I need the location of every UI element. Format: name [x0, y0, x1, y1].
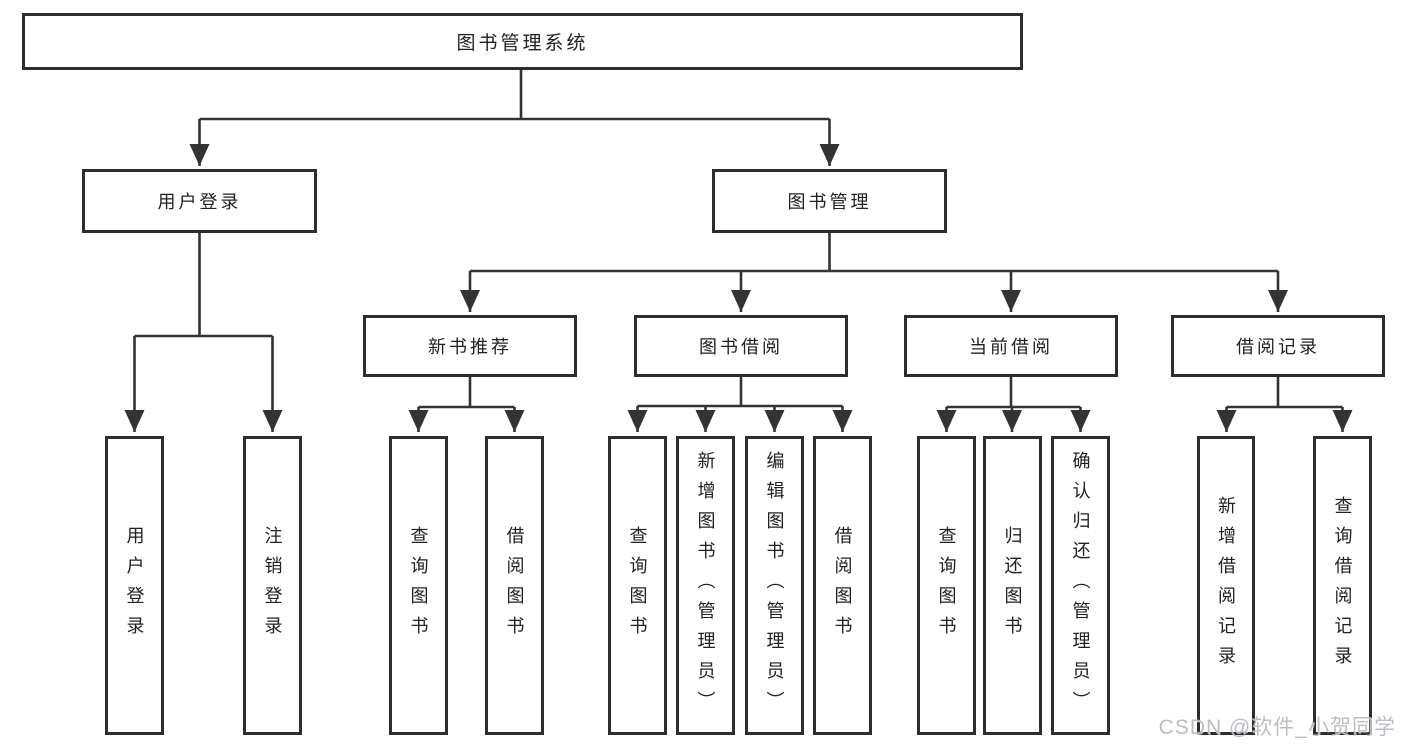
- node-label: 新书推荐: [428, 337, 512, 357]
- node-label: 借阅记录: [1236, 337, 1320, 357]
- node-user-login: 用户登录: [82, 169, 317, 233]
- node-new-book-recommend: 新书推荐: [363, 315, 577, 377]
- leaf-newbooks-query-books: 查询图书: [389, 436, 448, 735]
- node-book-borrow: 图书借阅: [634, 315, 848, 377]
- leaf-records-add-record: 新增借阅记录: [1197, 436, 1255, 735]
- node-label: 图书管理: [787, 192, 872, 212]
- leaf-borrow-edit-book-admin: 编辑图书（管理员）: [745, 436, 804, 735]
- node-current-borrow: 当前借阅: [904, 315, 1118, 377]
- leaf-current-query-books: 查询图书: [917, 436, 976, 735]
- node-root-library-system: 图书管理系统: [22, 13, 1023, 70]
- node-label: 注销登录: [262, 525, 283, 646]
- node-label: 查询图书: [936, 525, 957, 646]
- csdn-watermark: CSDN @软件_小贺同学: [1158, 716, 1396, 739]
- node-label: 新增借阅记录: [1216, 495, 1236, 676]
- leaf-user-login: 用户登录: [105, 436, 164, 735]
- node-label: 新增图书（管理员）: [695, 450, 716, 721]
- node-label: 查询图书: [627, 525, 648, 646]
- leaf-current-confirm-return-admin: 确认归还（管理员）: [1051, 436, 1110, 735]
- leaf-current-return-books: 归还图书: [983, 436, 1042, 735]
- node-label: 图书借阅: [699, 337, 783, 357]
- node-label: 图书管理系统: [456, 33, 589, 54]
- leaf-newbooks-borrow-books: 借阅图书: [485, 436, 544, 735]
- leaf-borrow-query-books: 查询图书: [608, 436, 667, 735]
- leaf-borrow-add-book-admin: 新增图书（管理员）: [676, 436, 735, 735]
- node-borrow-records: 借阅记录: [1171, 315, 1385, 377]
- node-label: 当前借阅: [969, 337, 1053, 357]
- leaf-borrow-borrow-books: 借阅图书: [813, 436, 872, 735]
- node-label: 查询借阅记录: [1332, 495, 1353, 676]
- leaf-logout: 注销登录: [243, 436, 302, 735]
- node-label: 用户登录: [157, 192, 242, 212]
- leaf-records-query-record: 查询借阅记录: [1313, 436, 1372, 735]
- node-label: 用户登录: [124, 525, 145, 646]
- node-label: 查询图书: [408, 525, 429, 646]
- node-label: 编辑图书（管理员）: [764, 450, 785, 721]
- node-book-management: 图书管理: [712, 169, 947, 233]
- node-label: 借阅图书: [832, 525, 853, 646]
- node-label: 归还图书: [1002, 525, 1023, 646]
- node-label: 借阅图书: [504, 525, 525, 646]
- node-label: 确认归还（管理员）: [1070, 450, 1091, 721]
